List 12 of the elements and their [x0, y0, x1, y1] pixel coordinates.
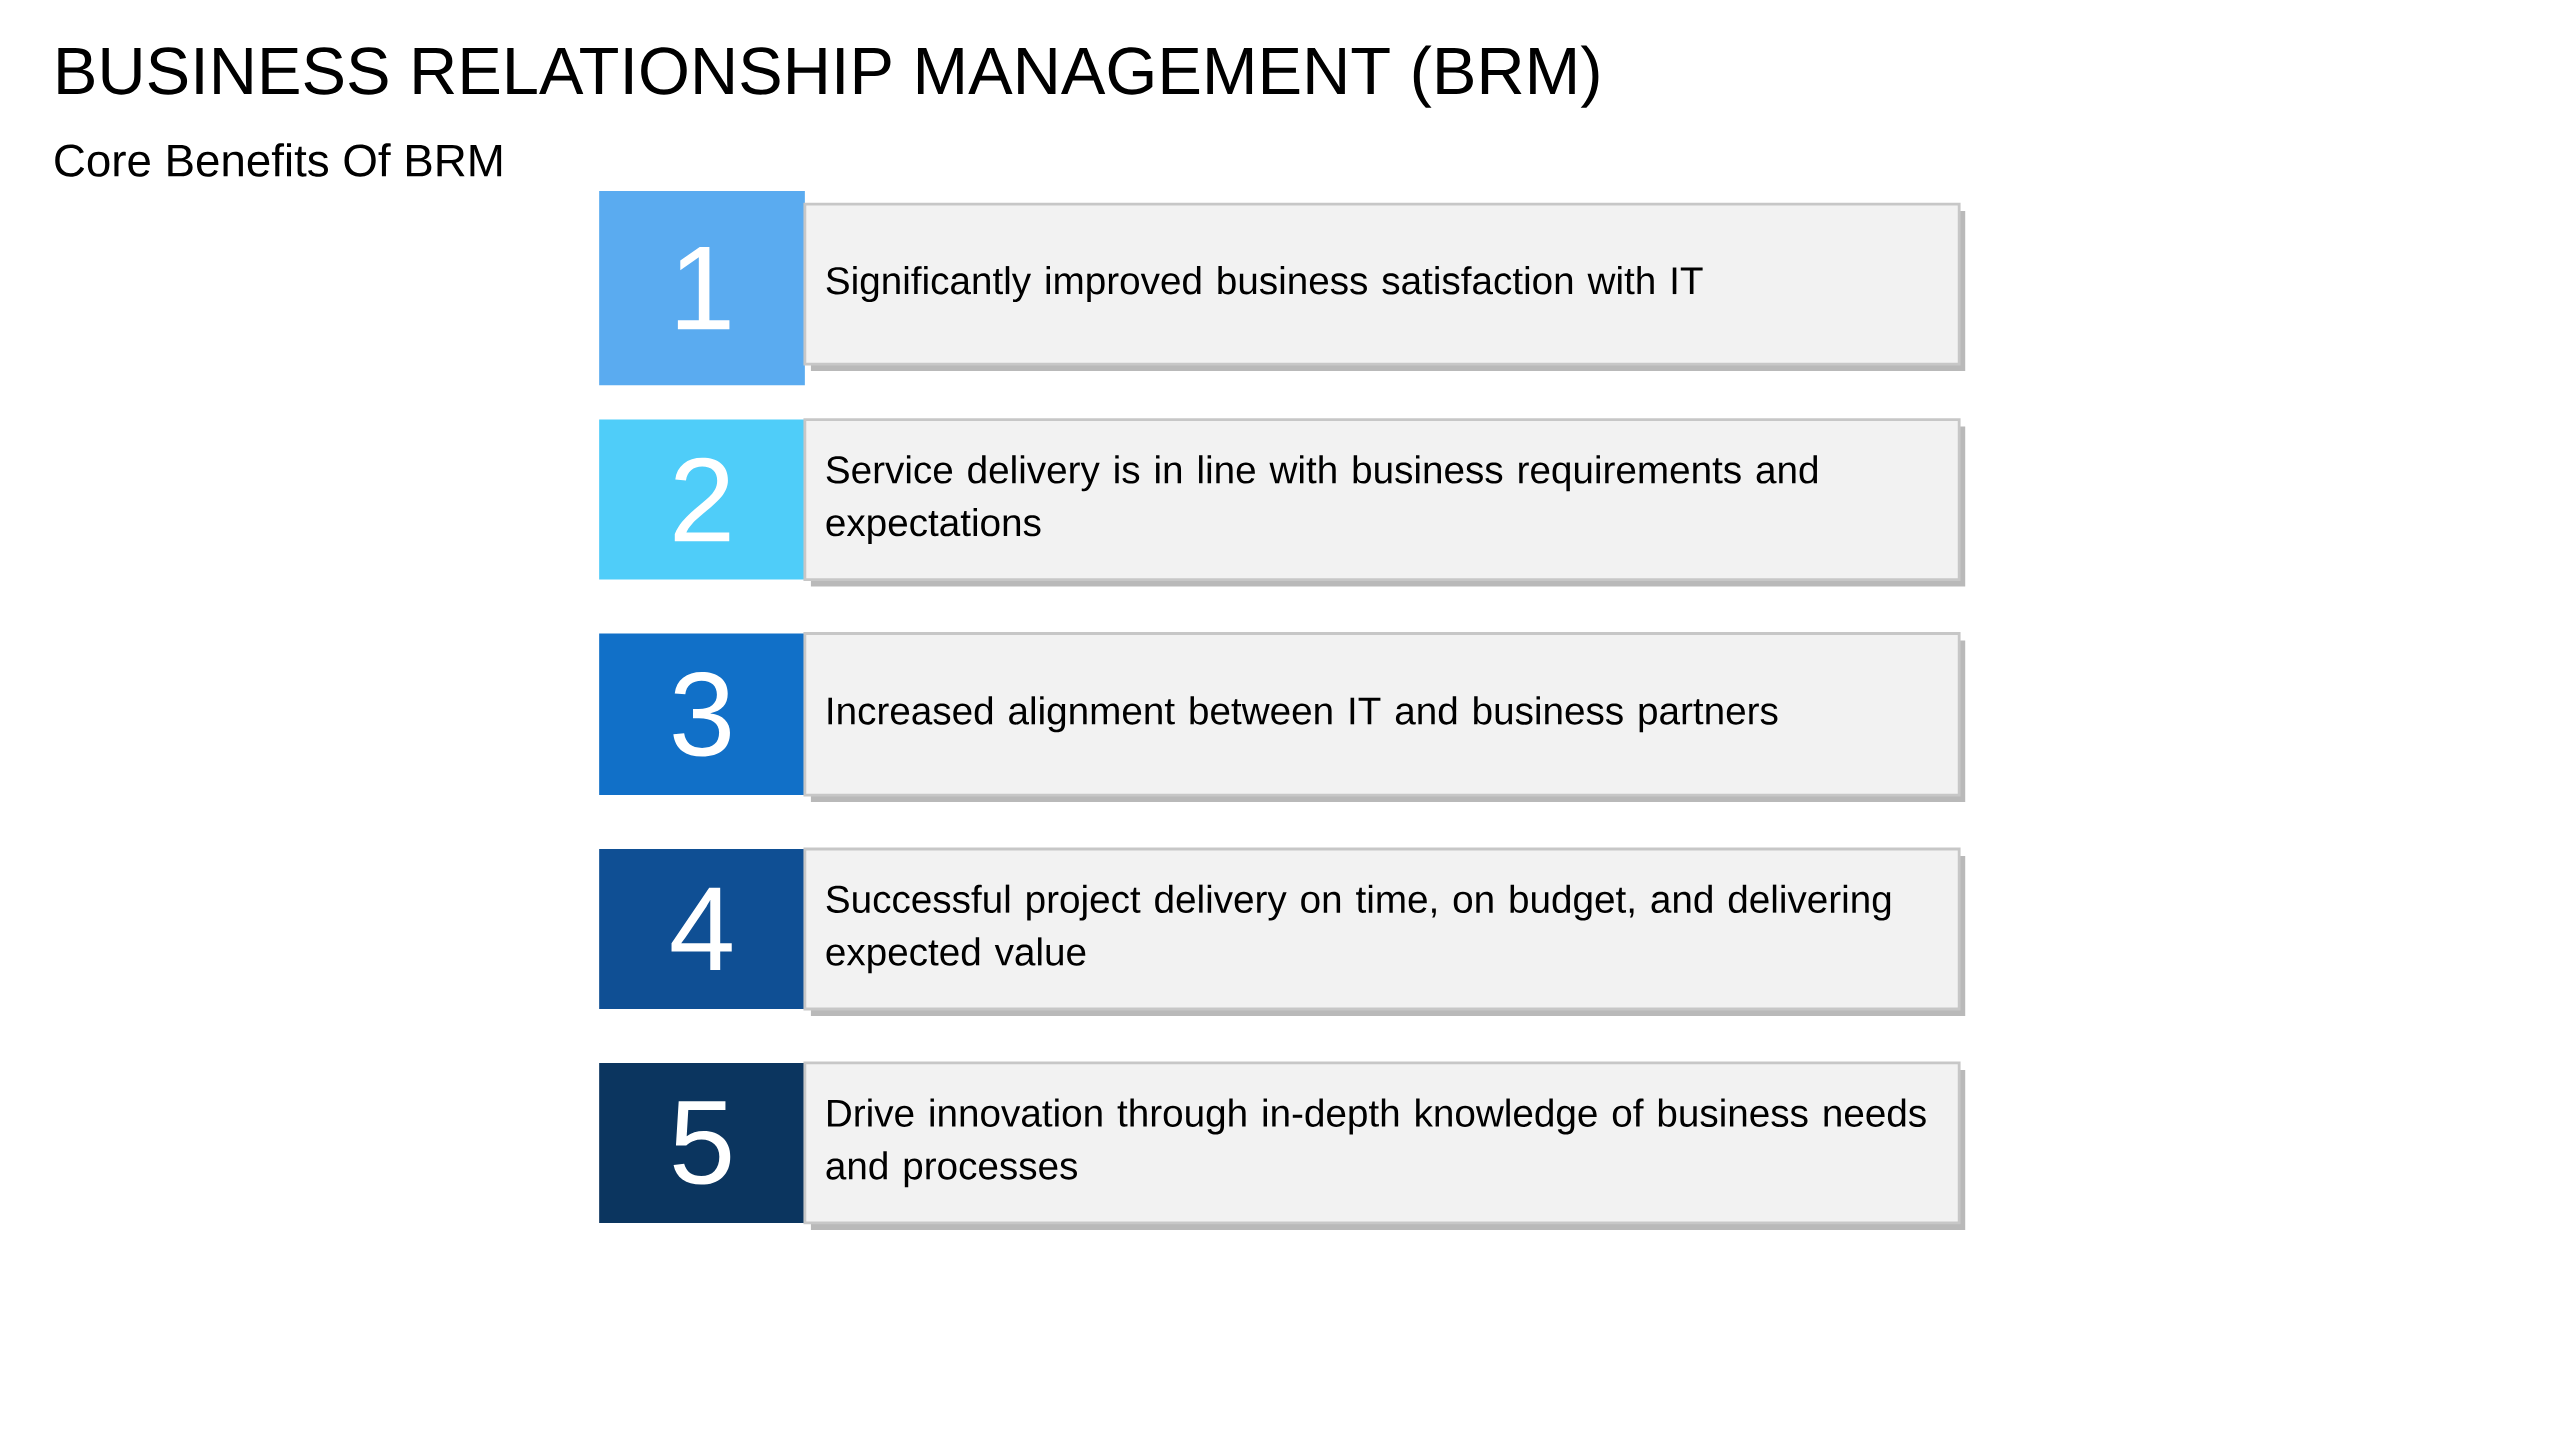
number-square: 1: [599, 191, 805, 386]
benefit-box: Drive innovation through in-depth knowledge of business needs and processes: [803, 1061, 1966, 1230]
benefit-box: Significantly improved business satisfaction with IT: [803, 202, 1966, 372]
number-square: 4: [599, 849, 805, 1009]
number-square: 3: [599, 633, 805, 796]
number-square: 5: [599, 1062, 805, 1223]
subtitle: Core Benefits Of BRM: [55, 143, 502, 177]
benefit-box: Successful project delivery on time, on budget, and delivering expected value: [803, 847, 1966, 1016]
title: BUSINESS RELATIONSHIP MANAGEMENT (BRM): [58, 45, 1599, 108]
benefit-box: Increased alignment between IT and business partners: [803, 632, 1966, 803]
benefit-box: Service delivery is in line with business requirements and expectations: [803, 418, 1966, 587]
number-square: 2: [599, 419, 805, 580]
